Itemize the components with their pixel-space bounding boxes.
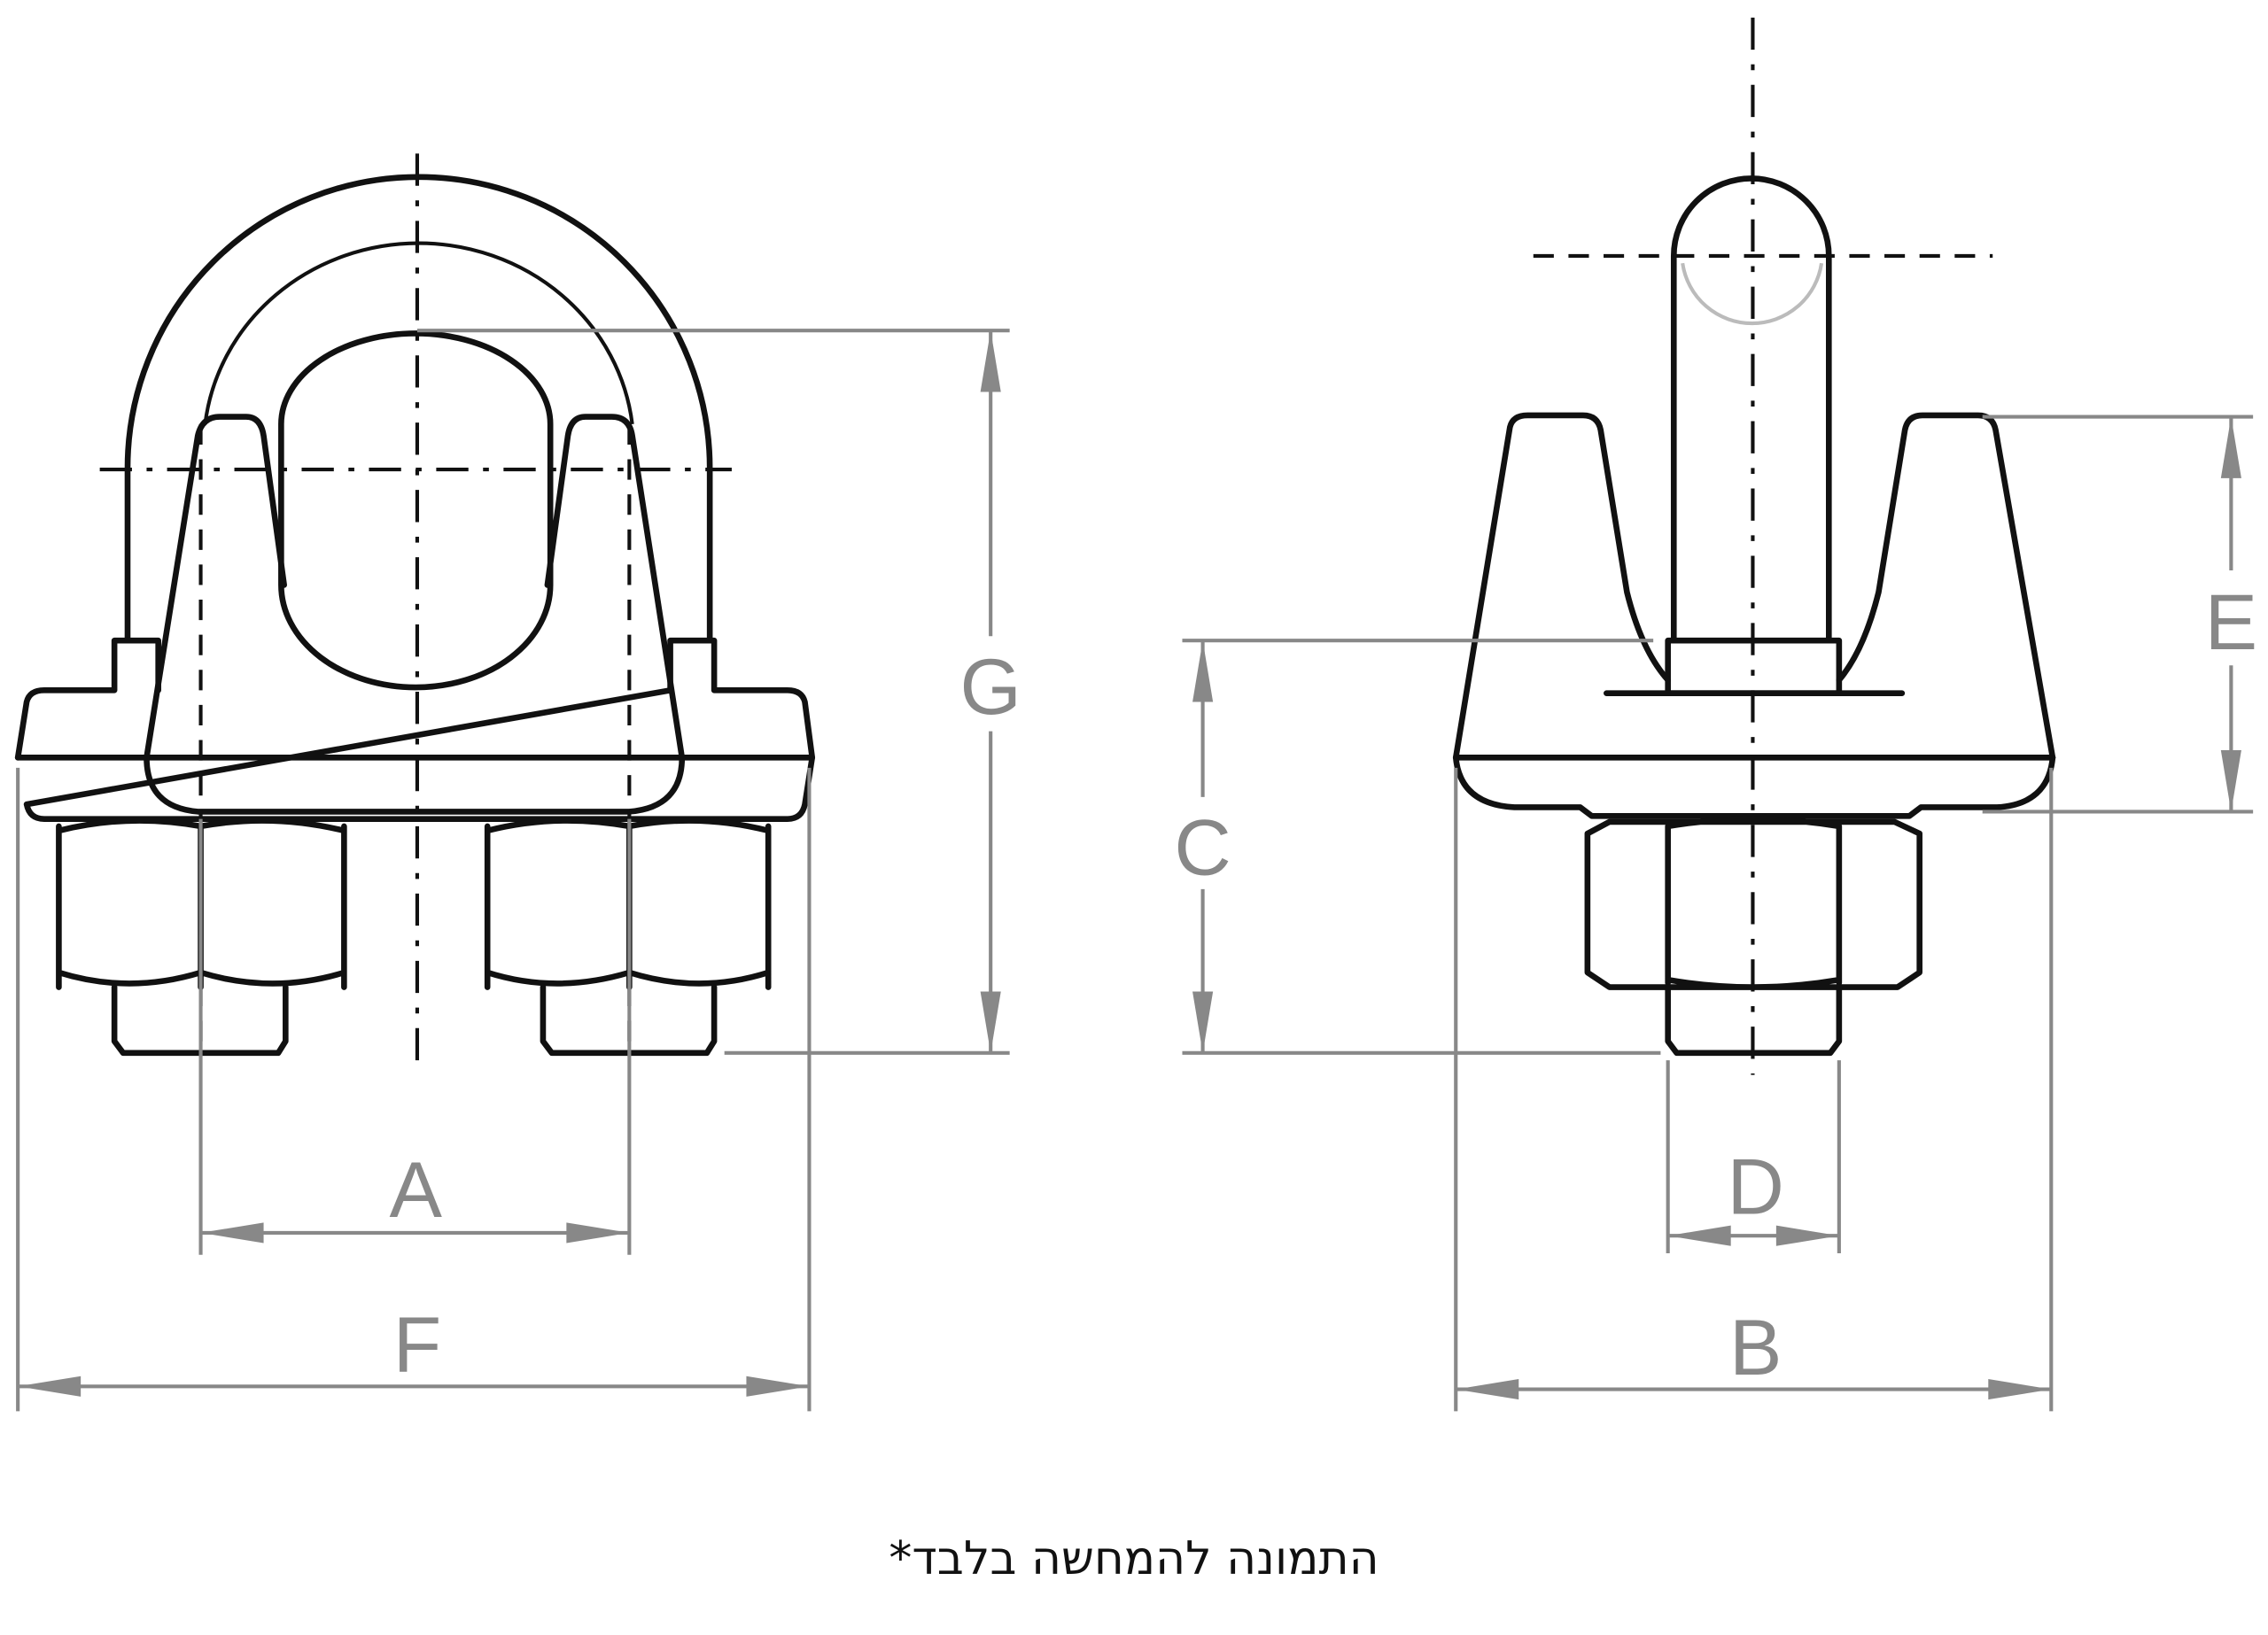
front-view — [14, 153, 816, 1068]
dim-c-arrow-bottom — [1192, 991, 1214, 1053]
u-bolt-hidden-arc — [1681, 262, 1824, 326]
dim-label-d: D — [1728, 1142, 1784, 1230]
illustration-disclaimer: התמונה להמחשה בלבד* — [889, 1532, 1379, 1585]
thimble-oval — [278, 330, 554, 691]
dim-f-arrow-right — [746, 1375, 810, 1397]
dim-b-arrow-right — [1988, 1379, 2052, 1400]
dim-a-arrow-right — [566, 1222, 630, 1244]
dimensions: A F G C D E — [16, 329, 2257, 1412]
dim-b-arrow-left — [1456, 1379, 1519, 1400]
dim-g-arrow-bottom — [980, 991, 1001, 1053]
saddle-bottom-curve — [144, 755, 686, 815]
dim-label-e: E — [2205, 577, 2257, 666]
dim-d-arrow-right — [1775, 1225, 1839, 1246]
dim-f-arrow-left — [18, 1375, 82, 1397]
dim-label-g: G — [960, 642, 1021, 731]
saddle-side-bottom — [1452, 755, 2056, 819]
side-nut — [1584, 816, 1922, 990]
dim-label-f: F — [393, 1300, 441, 1389]
saddle-side-left — [1452, 412, 1671, 761]
saddle-side-right — [1836, 412, 2056, 761]
dim-label-a: A — [390, 1145, 443, 1234]
dim-e-arrow-top — [2220, 416, 2241, 478]
dim-label-b: B — [1729, 1303, 1782, 1391]
dim-d-arrow-left — [1667, 1225, 1731, 1246]
side-view — [1452, 17, 2056, 1075]
saddle-base — [14, 637, 816, 822]
dim-e-arrow-bottom — [2220, 750, 2241, 812]
dim-label-c: C — [1174, 802, 1231, 891]
dim-g-arrow-top — [980, 330, 1001, 392]
dim-c-arrow-top — [1192, 640, 1214, 702]
dim-a-arrow-left — [200, 1222, 264, 1244]
